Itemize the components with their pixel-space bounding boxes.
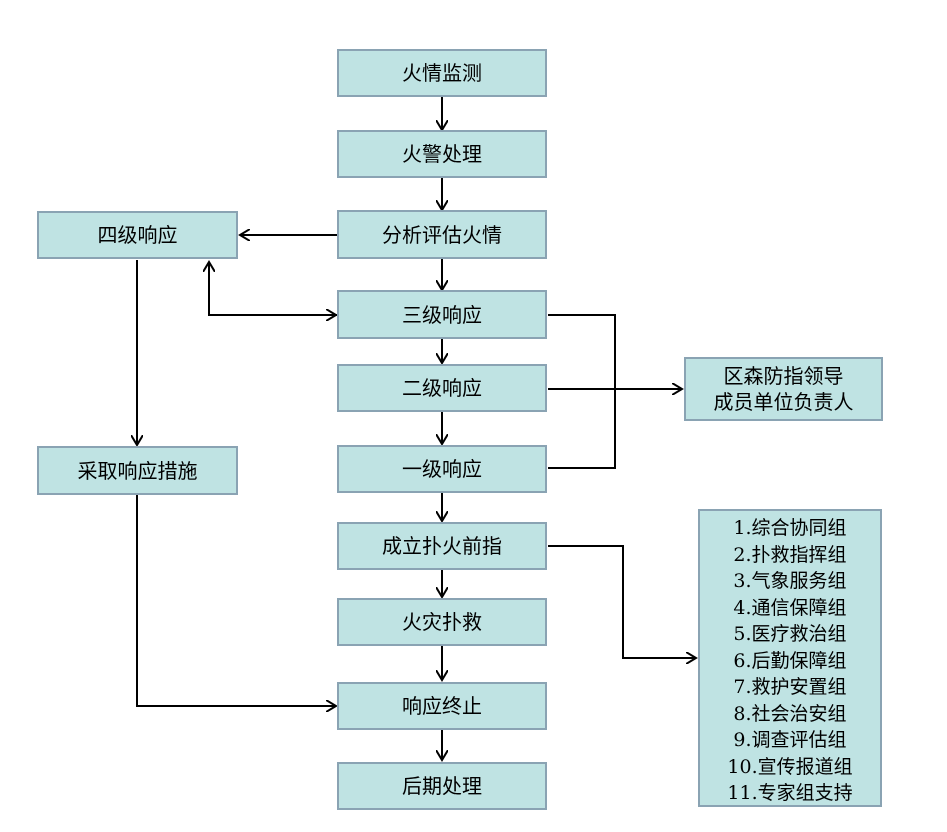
node-response-end-label: 响应终止 [402, 694, 482, 718]
list-item: 6.后勤保障组 [733, 649, 847, 672]
list-item: 1.综合协同组 [733, 517, 847, 539]
node-leaders-line1: 区森防指领导 [723, 364, 844, 388]
list-item: 10.宣传报道组 [727, 755, 853, 778]
list-item: 4.通信保障组 [733, 596, 847, 619]
node-fire-monitoring: 火情监测 [337, 49, 547, 97]
list-item: 8.社会治安组 [733, 702, 847, 725]
node-level3-response: 三级响应 [337, 290, 547, 339]
node-leaders-line2: 成员单位负责人 [713, 390, 854, 414]
node-level4-response: 四级响应 [37, 211, 238, 259]
node-level2-response-label: 二级响应 [402, 376, 482, 400]
connector-level3-bracket [548, 314, 616, 469]
node-fire-monitoring-label: 火情监测 [402, 61, 482, 85]
list-item: 7.救护安置组 [733, 676, 847, 698]
node-fire-fighting: 火灾扑救 [337, 598, 547, 646]
node-level2-response: 二级响应 [337, 364, 547, 412]
arrow-measures-to-end [136, 495, 336, 706]
node-take-measures: 采取响应措施 [37, 446, 238, 495]
node-fire-fighting-label: 火灾扑救 [402, 610, 482, 634]
node-aftermath-label: 后期处理 [402, 774, 482, 798]
node-analyze-assess-label: 分析评估火情 [382, 222, 502, 247]
list-item: 3.气象服务组 [733, 570, 847, 592]
node-response-end: 响应终止 [337, 682, 547, 730]
node-level1-response-label: 一级响应 [402, 457, 482, 481]
node-analyze-assess: 分析评估火情 [337, 210, 547, 259]
node-alarm-handling: 火警处理 [337, 130, 547, 178]
list-item: 5.医疗救治组 [733, 623, 847, 645]
node-alarm-handling-label: 火警处理 [402, 142, 482, 166]
list-item: 9.调查评估组 [733, 729, 847, 751]
arrow-command-to-groups [548, 545, 696, 658]
node-level3-response-label: 三级响应 [402, 302, 482, 327]
node-level1-response: 一级响应 [337, 445, 547, 493]
node-aftermath: 后期处理 [337, 762, 547, 810]
list-item: 2.扑救指挥组 [733, 543, 847, 566]
arrow-level3-to-level4 [209, 262, 338, 316]
list-item: 11.专家组支持 [727, 782, 853, 804]
node-level4-response-label: 四级响应 [97, 223, 178, 247]
node-take-measures-label: 采取响应措施 [77, 458, 198, 483]
node-set-up-command: 成立扑火前指 [337, 522, 547, 570]
groups-list-box: 1.综合协同组 2.扑救指挥组 3.气象服务组 4.通信保障组 5.医疗救治组 … [698, 509, 882, 807]
node-set-up-command-label: 成立扑火前指 [382, 534, 502, 558]
node-leaders: 区森防指领导 成员单位负责人 [684, 357, 883, 421]
